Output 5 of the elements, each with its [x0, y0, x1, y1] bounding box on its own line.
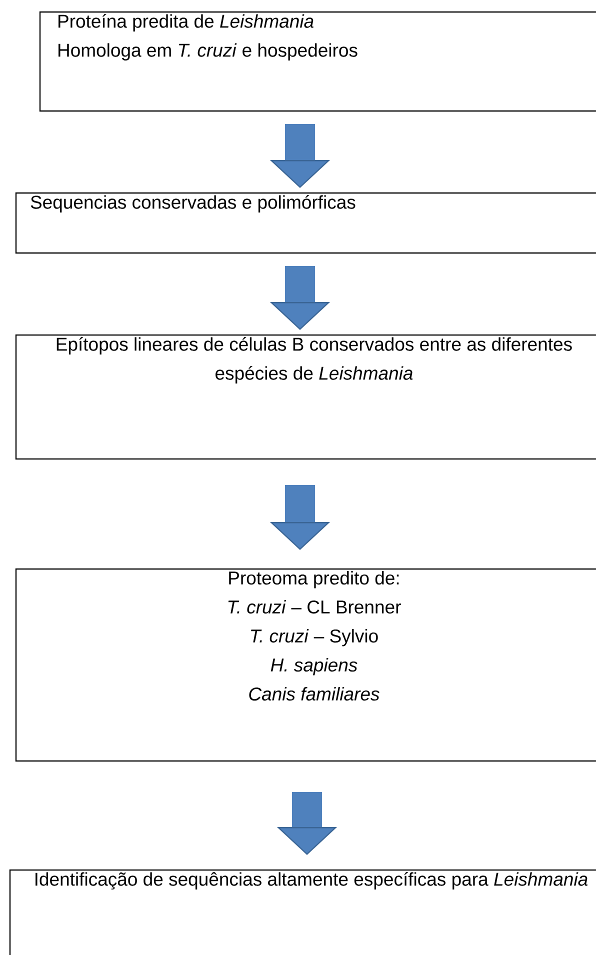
- process-box: Proteína predita de Leishmania Homologa em T. cruzi e hospedeiros: [39, 11, 596, 112]
- process-box: Proteoma predito de: T. cruzi – CL Brenner T. cruzi – Sylvio H. sapiens Canis familiares: [15, 568, 596, 762]
- process-box: Identificação de sequências altamente específicas para Leishmania: [9, 869, 596, 955]
- process-box: Epítopos lineares de células B conservados entre as diferentes espécies de Leishmania: [15, 334, 596, 460]
- process-box: Sequencias conservadas e polimórficas: [15, 192, 596, 254]
